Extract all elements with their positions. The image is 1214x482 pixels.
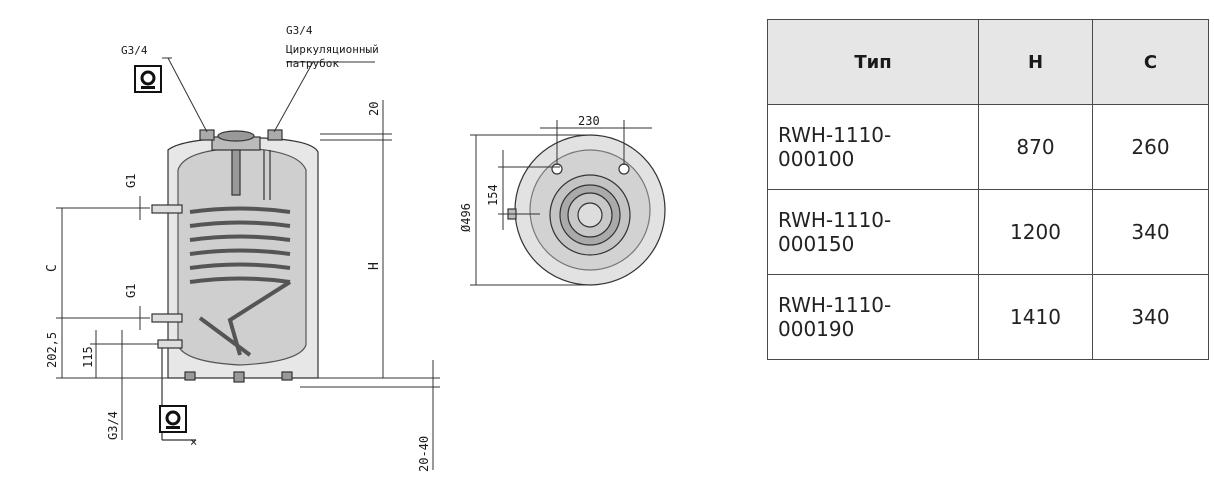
front-view xyxy=(151,129,319,441)
header-type: Тип xyxy=(767,19,979,105)
cell-h: 870 xyxy=(978,104,1093,190)
dim-g1-upper-label: G1 xyxy=(124,174,138,188)
header-h: H xyxy=(978,19,1093,105)
table-header-row: Тип H C xyxy=(767,19,1209,105)
dim-230-label: 230 xyxy=(578,114,600,128)
type-line2: 000100 xyxy=(778,147,855,171)
cell-c: 260 xyxy=(1092,104,1209,190)
dim-20-40-label: 20-40 xyxy=(417,436,431,472)
cell-type: RWH-1110-000150 xyxy=(767,189,979,275)
svg-text:×: × xyxy=(190,435,197,449)
cell-c: 340 xyxy=(1092,189,1209,275)
dim-h-label: H xyxy=(367,262,382,270)
technical-drawing: × G3/4 G3/4 Циркуляционный патрубок 20 H… xyxy=(45,24,666,472)
type-line1: RWH-1110- xyxy=(778,293,892,317)
dimension-lines xyxy=(56,100,440,470)
anode-rod xyxy=(231,149,241,196)
type-line1: RWH-1110- xyxy=(778,123,892,147)
tank-inner-shell xyxy=(177,147,307,366)
circulation-label-line1: Циркуляционный xyxy=(286,43,379,56)
cell-type: RWH-1110-000190 xyxy=(767,274,979,360)
cell-type: RWH-1110-000100 xyxy=(767,104,979,190)
dim-202-label: 202,5 xyxy=(45,332,59,368)
heat-exchanger-coil xyxy=(189,206,292,357)
dim-154-label: 154 xyxy=(486,184,500,206)
top-view-dimensions xyxy=(470,120,652,286)
spec-table: Тип H C RWH-1110-000100 870 260 RWH-1110… xyxy=(767,19,1209,360)
dim-g1-lower-label: G1 xyxy=(124,284,138,298)
dim-115-label: 115 xyxy=(81,346,95,368)
type-line2: 000150 xyxy=(778,232,855,256)
dim-g34-bottom-label: G3/4 xyxy=(106,411,120,440)
dim-c-label: C xyxy=(45,264,60,272)
type-line2: 000190 xyxy=(778,317,855,341)
cold-inlet-pipe xyxy=(157,339,183,349)
circulation-label-line2: патрубок xyxy=(286,57,339,70)
leader-lines xyxy=(162,57,375,133)
lower-coil-pipe xyxy=(151,313,183,323)
dim-diameter-label: Ø496 xyxy=(459,203,473,232)
cell-c: 340 xyxy=(1092,274,1209,360)
dim-top-label: 20 xyxy=(367,102,381,116)
top-view xyxy=(507,134,666,286)
top-inlet-label: G3/4 xyxy=(121,44,148,57)
table-row: RWH-1110-000190 1410 340 xyxy=(767,274,1209,360)
cold-water-symbol-icon: × xyxy=(159,405,197,449)
type-line1: RWH-1110- xyxy=(778,208,892,232)
upper-coil-pipe xyxy=(151,204,183,214)
table-row: RWH-1110-000150 1200 340 xyxy=(767,189,1209,275)
cell-h: 1410 xyxy=(978,274,1093,360)
header-c: C xyxy=(1092,19,1209,105)
circulation-thread-label: G3/4 xyxy=(286,24,313,37)
table-row: RWH-1110-000100 870 260 xyxy=(767,104,1209,190)
cell-h: 1200 xyxy=(978,189,1093,275)
hot-water-symbol-icon xyxy=(134,65,162,93)
